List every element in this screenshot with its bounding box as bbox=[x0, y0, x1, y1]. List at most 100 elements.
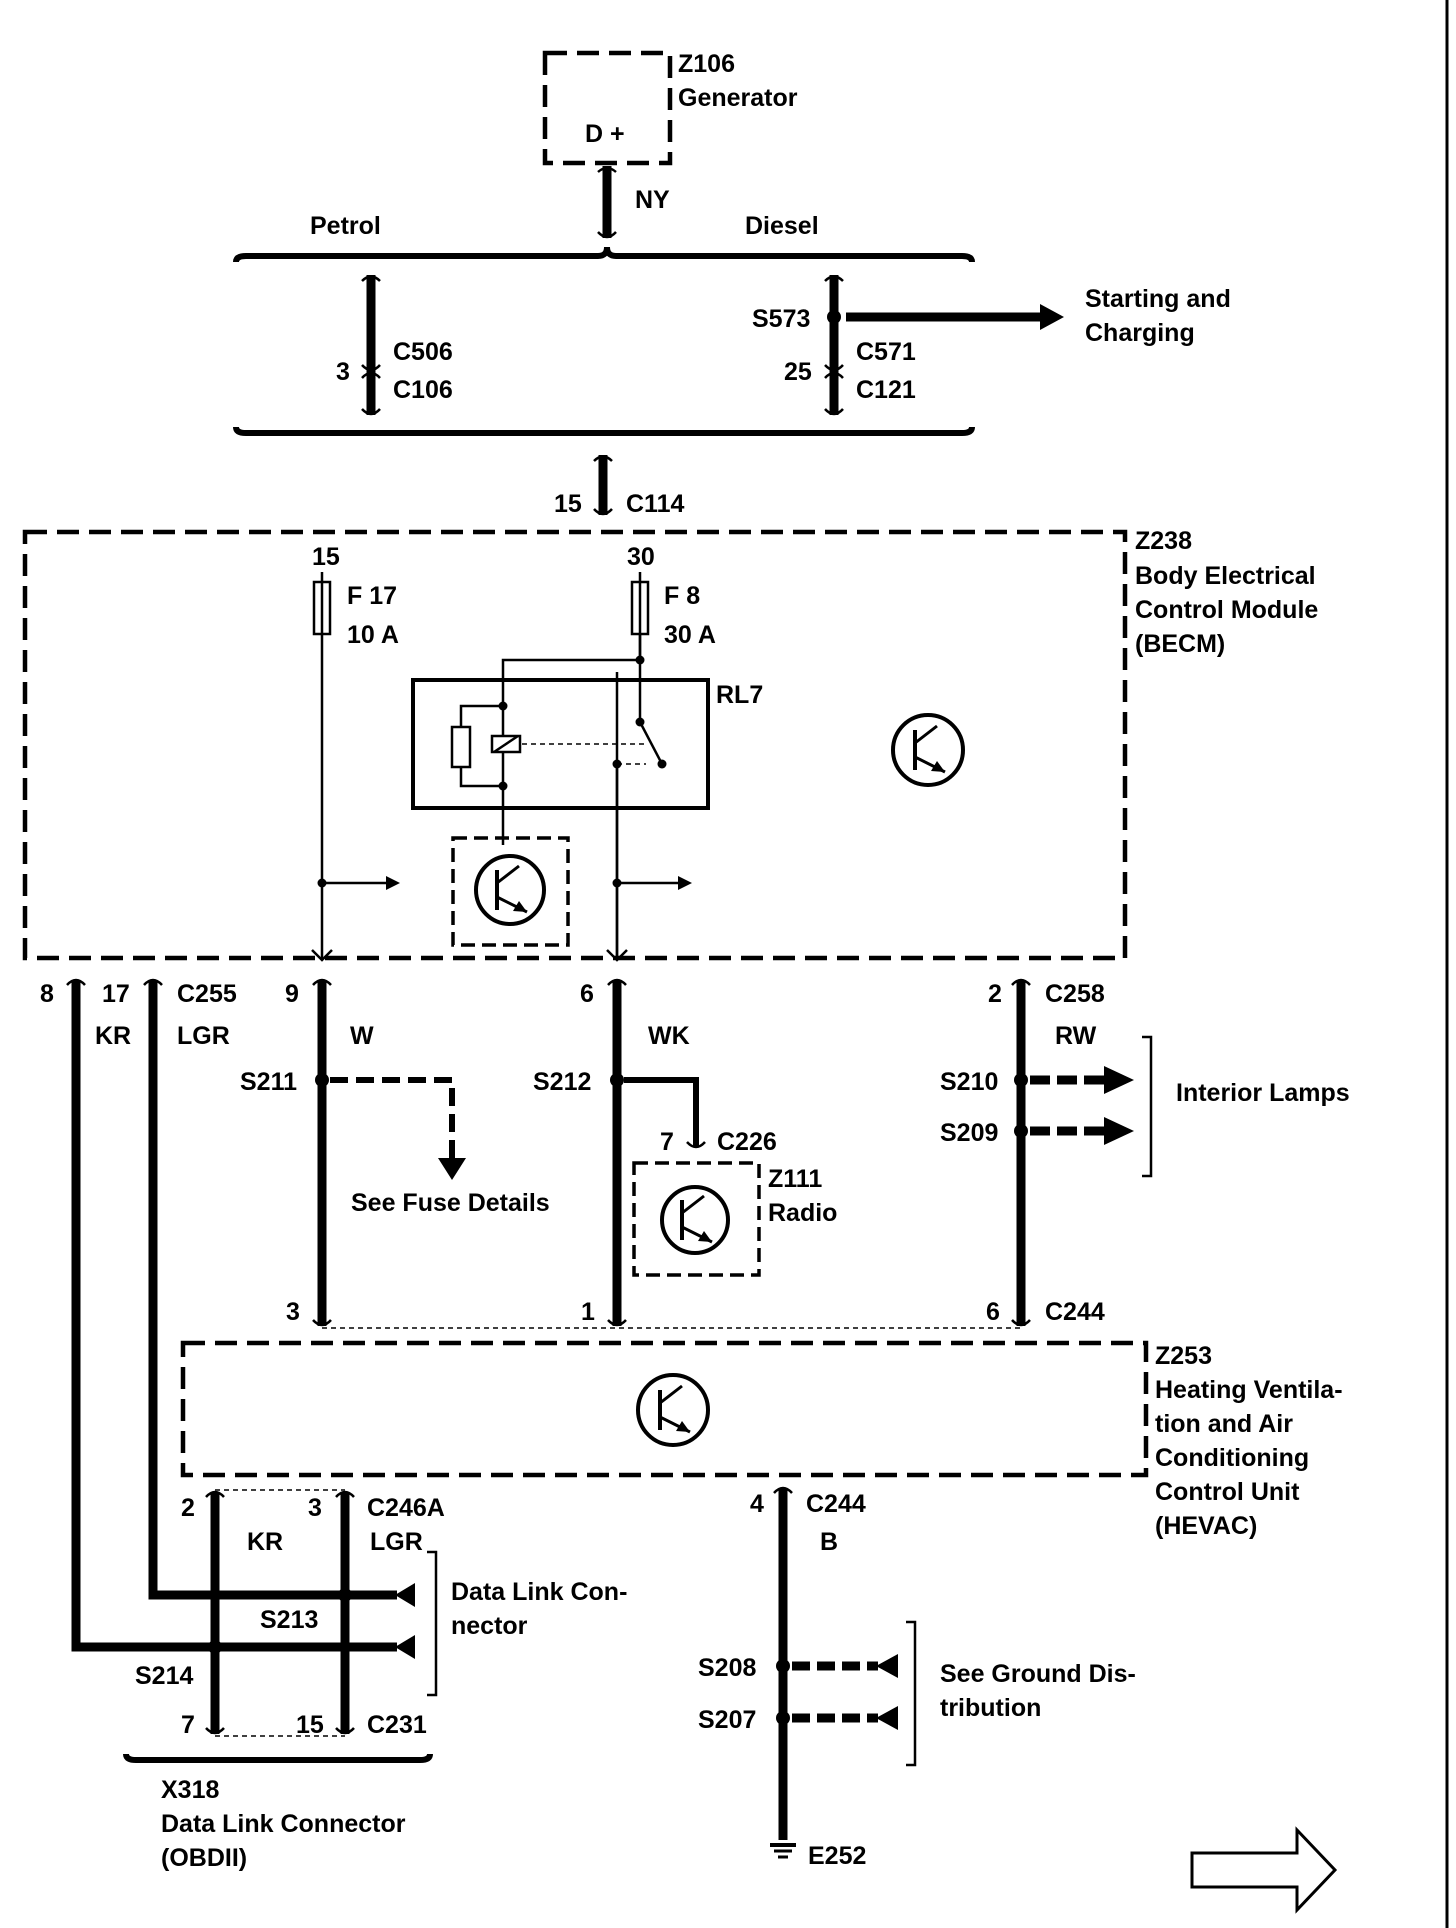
relay-resistor bbox=[450, 725, 472, 769]
diesel-connector-a: C571 bbox=[856, 338, 916, 366]
wire-wk-pin-bottom: 1 bbox=[581, 1298, 595, 1326]
wire-kr bbox=[71, 980, 215, 1652]
hevac-box bbox=[180, 1340, 1149, 1478]
becm-box bbox=[22, 529, 1128, 961]
radio-box bbox=[632, 1161, 761, 1277]
s214-label: S214 bbox=[135, 1662, 193, 1690]
s208-splice bbox=[776, 1659, 790, 1673]
s209-splice bbox=[1014, 1124, 1028, 1138]
fuse-details-text: See Fuse Details bbox=[351, 1189, 550, 1217]
relay-driver-box bbox=[451, 836, 570, 947]
c244-bottom-label: C244 bbox=[1045, 1298, 1105, 1326]
ground-symbol bbox=[770, 1843, 796, 1859]
fuse-f17-name: F 17 bbox=[347, 582, 397, 610]
hevac-line1: Heating Ventila- bbox=[1155, 1376, 1343, 1404]
c255-pin-8: 8 bbox=[40, 980, 54, 1008]
fuse-f8-rating: 30 A bbox=[664, 621, 716, 649]
becm-line1: Body Electrical bbox=[1135, 562, 1316, 590]
relay-coil-feed bbox=[501, 634, 642, 845]
generator-terminal: D + bbox=[585, 120, 625, 148]
petrol-connector-b: C106 bbox=[393, 376, 453, 404]
c226-label: C226 bbox=[717, 1128, 777, 1156]
petrol-label: Petrol bbox=[310, 212, 381, 240]
generator-label: Generator bbox=[678, 84, 798, 112]
fuse-f17-rating: 10 A bbox=[347, 621, 399, 649]
ground-distribution-line2: tribution bbox=[940, 1694, 1041, 1722]
x318-line1: Data Link Connector bbox=[161, 1810, 406, 1838]
data-link-line2: nector bbox=[451, 1612, 528, 1640]
c255-label: C255 bbox=[177, 980, 237, 1008]
s208-label: S208 bbox=[698, 1654, 756, 1682]
ground-c244-label: C244 bbox=[806, 1490, 866, 1518]
c258-label: C258 bbox=[1045, 980, 1105, 1008]
interior-lamps-label: Interior Lamps bbox=[1176, 1079, 1350, 1107]
ground-wire-color: B bbox=[820, 1528, 838, 1556]
wire-wk-pin-top: 6 bbox=[580, 980, 594, 1008]
diesel-label: Diesel bbox=[745, 212, 819, 240]
c246a-wire-kr: KR bbox=[247, 1528, 283, 1556]
s212-splice bbox=[610, 1073, 624, 1087]
becm-id: Z238 bbox=[1135, 527, 1192, 555]
hevac-transistor-icon bbox=[636, 1373, 710, 1447]
relay-rl7-box bbox=[411, 678, 710, 810]
x318-brace bbox=[123, 1753, 433, 1763]
c231-pin-7: 7 bbox=[181, 1711, 195, 1739]
starting-charging-line2: Charging bbox=[1085, 319, 1195, 347]
generator-wire-color: NY bbox=[635, 186, 670, 214]
data-link-brace bbox=[427, 1550, 438, 1697]
becm-transistor-icon bbox=[891, 713, 965, 787]
c114-pin: 15 bbox=[554, 490, 582, 518]
wire-kr-label: KR bbox=[95, 1022, 131, 1050]
radio-feed bbox=[624, 1077, 699, 1146]
petrol-pin: 3 bbox=[336, 358, 350, 386]
wire-lgr-label: LGR bbox=[177, 1022, 230, 1050]
becm-feed-15: 15 bbox=[312, 543, 340, 571]
becm-line2: Control Module bbox=[1135, 596, 1318, 624]
radio-pin: 7 bbox=[660, 1128, 674, 1156]
s573-splice bbox=[827, 310, 841, 324]
becm-line3: (BECM) bbox=[1135, 630, 1225, 658]
hevac-line4: Control Unit bbox=[1155, 1478, 1300, 1506]
c231-label: C231 bbox=[367, 1711, 427, 1739]
hevac-line2: tion and Air bbox=[1155, 1410, 1293, 1438]
c246a-wire-lgr: LGR bbox=[370, 1528, 423, 1556]
diesel-connector-b: C121 bbox=[856, 376, 916, 404]
s211-label: S211 bbox=[240, 1068, 297, 1096]
c246a-pin-2: 2 bbox=[181, 1494, 195, 1522]
wire-rw-pin-bottom: 6 bbox=[986, 1298, 1000, 1326]
radio-id: Z111 bbox=[768, 1165, 822, 1193]
wire-rw-color: RW bbox=[1055, 1022, 1097, 1050]
relay-rl7-label: RL7 bbox=[716, 681, 763, 709]
variant-brace-bottom bbox=[233, 426, 975, 436]
s573-label: S573 bbox=[752, 305, 810, 333]
hevac-id: Z253 bbox=[1155, 1342, 1212, 1370]
s212-label: S212 bbox=[533, 1068, 591, 1096]
s207-splice bbox=[776, 1711, 790, 1725]
starting-charging-line1: Starting and bbox=[1085, 285, 1231, 313]
c246a-label: C246A bbox=[367, 1494, 445, 1522]
hevac-line3: Conditioning bbox=[1155, 1444, 1309, 1472]
radio-transistor-icon bbox=[660, 1185, 730, 1255]
wire-lgr bbox=[148, 980, 345, 1600]
wire-w-color: W bbox=[350, 1022, 374, 1050]
c114-label: C114 bbox=[626, 490, 684, 518]
fuse-details-ref bbox=[330, 1077, 455, 1160]
x318-line2: (OBDII) bbox=[161, 1844, 247, 1872]
interior-lamps-brace bbox=[1142, 1035, 1153, 1178]
variant-brace-top bbox=[233, 246, 975, 263]
data-link-line1: Data Link Con- bbox=[451, 1578, 627, 1606]
next-page-arrow-icon[interactable] bbox=[1190, 1826, 1338, 1914]
petrol-connector-a: C506 bbox=[393, 338, 453, 366]
x318-id: X318 bbox=[161, 1776, 219, 1804]
wire-w-pin-bottom: 3 bbox=[286, 1298, 300, 1326]
ground-distribution-brace bbox=[906, 1620, 917, 1767]
ground-e252-label: E252 bbox=[808, 1842, 866, 1870]
c246a-pin-3: 3 bbox=[308, 1494, 322, 1522]
becm-feed-30: 30 bbox=[627, 543, 655, 571]
s207-label: S207 bbox=[698, 1706, 756, 1734]
s213-label: S213 bbox=[260, 1606, 318, 1634]
hevac-line5: (HEVAC) bbox=[1155, 1512, 1257, 1540]
c231-pin-15: 15 bbox=[296, 1711, 324, 1739]
ground-pin: 4 bbox=[750, 1490, 764, 1518]
